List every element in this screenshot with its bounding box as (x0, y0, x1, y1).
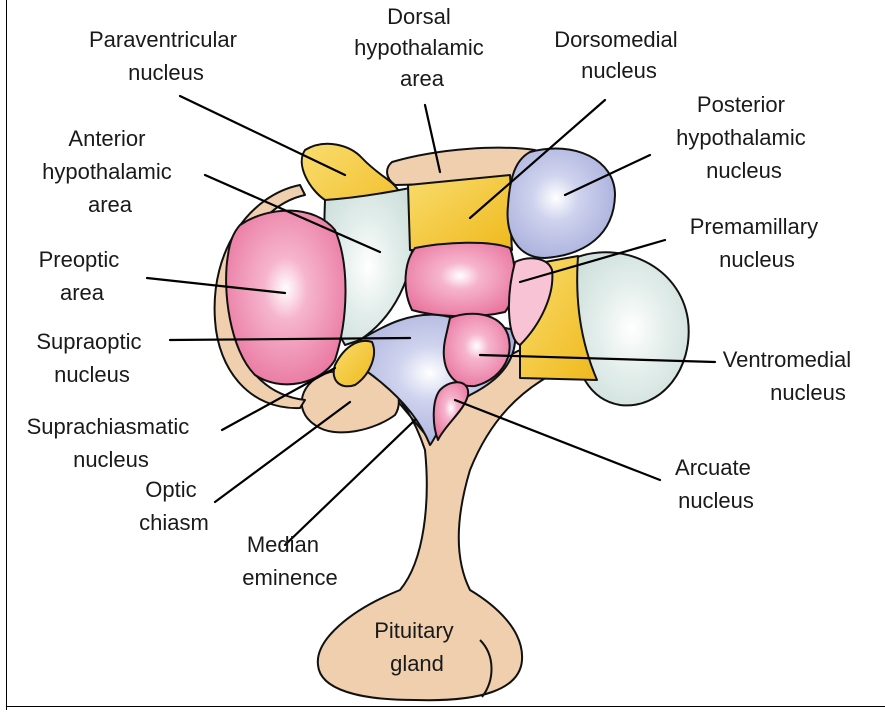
label-line: nucleus (54, 362, 130, 387)
label-line: Ventromedial (723, 347, 851, 372)
label-line: area (60, 280, 105, 305)
leader-median-eminence (285, 420, 415, 545)
leader-paraventricular (180, 96, 345, 175)
label-suprachiasmatic: Suprachiasmatic nucleus (27, 414, 196, 472)
mamillary-shape (575, 252, 689, 405)
label-line: eminence (242, 565, 337, 590)
label-line: Posterior (697, 92, 785, 117)
label-line: hypothalamic (676, 125, 806, 150)
label-supraoptic: Supraoptic nucleus (36, 329, 147, 387)
label-arcuate: Arcuate nucleus (675, 455, 757, 513)
label-line: gland (390, 651, 444, 676)
label-line: nucleus (706, 158, 782, 183)
frame-left-border (6, 0, 7, 710)
label-line: Anterior (68, 126, 145, 151)
label-line: nucleus (128, 60, 204, 85)
label-preoptic: Preoptic area (39, 247, 126, 305)
label-dorsal-hypothalamic: Dorsal hypothalamic area (354, 4, 490, 91)
leader-optic-chiasm (215, 402, 350, 502)
label-line: nucleus (678, 488, 754, 513)
label-ventromedial: Ventromedial nucleus (723, 347, 858, 405)
label-line: Paraventricular (89, 27, 237, 52)
label-line: Premamillary (690, 214, 818, 239)
label-line: nucleus (73, 447, 149, 472)
label-line: Pituitary (374, 618, 453, 643)
label-line: area (400, 66, 445, 91)
label-optic-chiasm: Optic chiasm (139, 477, 209, 535)
posterior-hypothalamic-shape (508, 149, 615, 258)
label-dorsomedial: Dorsomedial nucleus (554, 27, 684, 83)
label-line: nucleus (719, 247, 795, 272)
label-line: Preoptic (39, 247, 120, 272)
label-median-eminence: Median eminence (242, 532, 337, 590)
label-line: chiasm (139, 510, 209, 535)
dorsomedial-pink-shape (406, 243, 515, 317)
label-line: Dorsal (387, 4, 451, 29)
label-premamillary: Premamillary nucleus (690, 214, 824, 272)
label-line: nucleus (581, 58, 657, 83)
label-line: Arcuate (675, 455, 751, 480)
label-line: Optic (145, 477, 196, 502)
label-line: hypothalamic (354, 35, 484, 60)
label-line: area (88, 192, 133, 217)
label-anterior-hypothalamic: Anterior hypothalamic area (42, 126, 178, 217)
dorsal-gold-block (408, 175, 512, 250)
label-paraventricular: Paraventricular nucleus (89, 27, 243, 85)
frame-bottom-border (6, 706, 885, 707)
label-line: Suprachiasmatic (27, 414, 190, 439)
leader-arcuate (455, 400, 660, 480)
label-line: Median (247, 532, 319, 557)
preoptic-shape (226, 211, 345, 385)
label-line: Dorsomedial (554, 27, 678, 52)
label-line: nucleus (770, 380, 846, 405)
label-line: hypothalamic (42, 159, 172, 184)
label-line: Supraoptic (36, 329, 141, 354)
label-posterior-hypothalamic: Posterior hypothalamic nucleus (676, 92, 812, 183)
